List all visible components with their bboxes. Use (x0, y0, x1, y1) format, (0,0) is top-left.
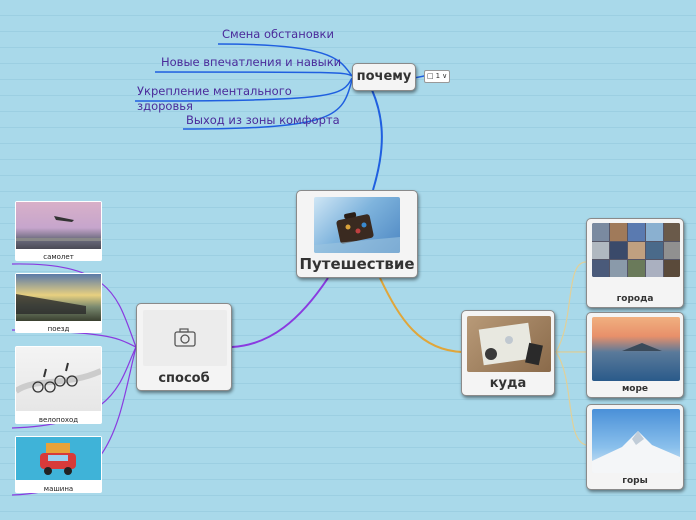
city-collage-icon (592, 223, 680, 277)
leaf-bike[interactable]: велопоход (15, 346, 102, 424)
suitcase-map-image (314, 197, 400, 253)
leaf-bike-label: велопоход (38, 416, 79, 424)
car-icon (40, 443, 76, 475)
way-topic[interactable]: способ (136, 303, 232, 391)
why-topic-label: почему (356, 69, 412, 84)
attachment-icon: ∨ (442, 72, 448, 80)
leaf-mountains-label: горы (622, 476, 648, 486)
leaf-train[interactable]: поезд (15, 273, 102, 333)
leaf-train-label: поезд (47, 325, 70, 333)
car-image (16, 437, 101, 480)
why-topic[interactable]: почему (352, 63, 416, 91)
leaf-mountains[interactable]: горы (586, 404, 684, 490)
plane-image (16, 202, 101, 249)
where-topic-label: куда (489, 376, 527, 391)
leaf-car[interactable]: машина (15, 436, 102, 493)
map-icon (478, 322, 543, 366)
mountain-icon (592, 431, 680, 473)
plane-icon (16, 216, 101, 241)
central-topic[interactable]: Путешествие (296, 190, 418, 278)
bike-image (15, 347, 102, 411)
leaf-sea-label: море (621, 384, 649, 394)
leaf-car-label: машина (43, 485, 74, 493)
cities-image (592, 223, 680, 277)
leaf-sea[interactable]: море (586, 312, 684, 398)
comment-count: 1 (435, 72, 441, 80)
leaf-cities-label: города (616, 294, 654, 304)
central-topic-label: Путешествие (299, 255, 415, 273)
why-item-3[interactable]: Укрепление ментального здоровья (137, 84, 292, 113)
comment-badge[interactable]: □ 1 ∨ (424, 70, 451, 83)
why-item-4[interactable]: Выход из зоны комфорта (186, 113, 340, 127)
where-topic[interactable]: куда (461, 310, 555, 396)
camera-icon (174, 328, 196, 347)
sea-image (592, 317, 680, 381)
why-item-2[interactable]: Новые впечатления и навыки (161, 55, 342, 69)
bicycle-icon (15, 362, 102, 394)
comment-icon: □ (427, 72, 434, 80)
image-placeholder (143, 310, 227, 366)
leaf-plane-label: самолет (43, 253, 74, 261)
leaf-plane[interactable]: самолет (15, 201, 102, 261)
why-item-1[interactable]: Смена обстановки (222, 27, 334, 41)
sea-icon (622, 343, 662, 351)
way-topic-label: способ (158, 371, 210, 386)
mountains-image (592, 409, 680, 473)
suitcase-icon (314, 212, 400, 253)
travel-desk-image (467, 316, 551, 372)
leaf-cities[interactable]: города (586, 218, 684, 308)
train-icon (16, 294, 86, 314)
train-image (16, 274, 101, 321)
